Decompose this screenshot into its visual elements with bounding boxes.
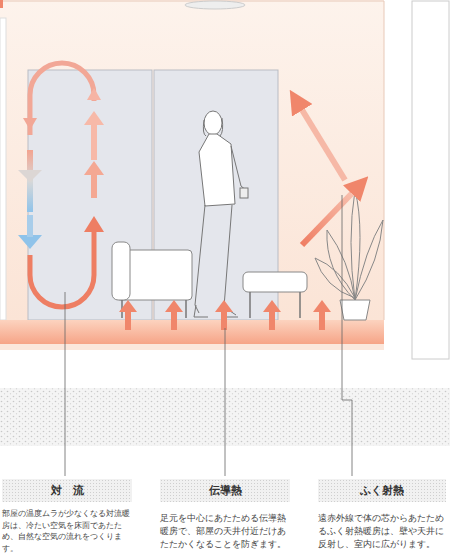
heading-band: 伝導熱 bbox=[160, 479, 290, 502]
conduction-caption: 伝導熱足元を中心にあたためる伝導熱暖房で、部屋の天井付近だけあたたかくなることを… bbox=[160, 479, 290, 551]
description-text: 足元を中心にあたためる伝導熱暖房で、部屋の天井付近だけあたたかくなることを防ぎま… bbox=[160, 512, 290, 551]
radiation-caption: ふく射熱遠赤外線で体の芯からあたためるふく射熱暖房は、壁や天井に反射し、室内に広… bbox=[318, 479, 446, 551]
heading-band: ふく射熱 bbox=[318, 479, 446, 502]
heading-band: 対 流 bbox=[2, 479, 132, 502]
convection-caption: 対 流部屋の温度ムラが少なくなる対流暖房は、冷たい空気を床面であたため、自然な空… bbox=[2, 479, 132, 554]
description-text: 部屋の温度ムラが少なくなる対流暖房は、冷たい空気を床面であたため、自然な空気の流… bbox=[2, 508, 132, 554]
description-text: 遠赤外線で体の芯からあたためるふく射熱暖房は、壁や天井に反射し、室内に広がります… bbox=[318, 512, 446, 551]
